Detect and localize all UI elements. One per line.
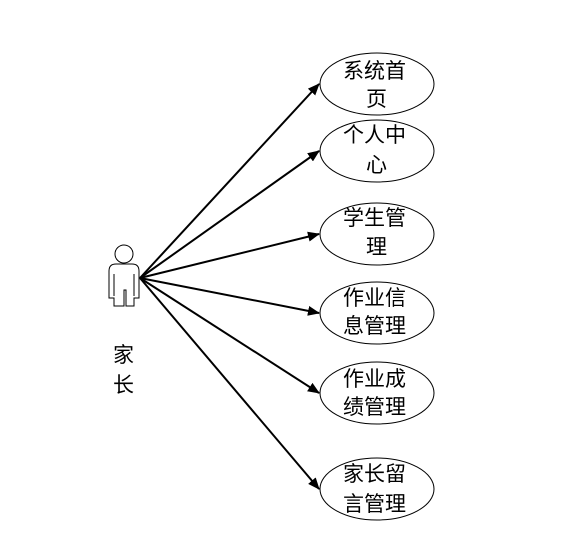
use-case-ellipse — [319, 281, 435, 345]
use-case-4: 作业信 息管理 — [319, 281, 435, 345]
actor-label-line1: 家 — [113, 343, 134, 367]
use-case-1: 系统首 页 — [319, 52, 435, 116]
association-arrow-5 — [139, 277, 320, 394]
use-case-label-line2: 言管理 — [343, 492, 406, 516]
use-case-label-line1: 个人中 — [343, 123, 406, 147]
use-case-3: 学生管 理 — [319, 202, 435, 266]
association-arrow-1 — [139, 83, 320, 279]
use-case-label-line2: 理 — [366, 235, 387, 259]
associations — [139, 83, 320, 490]
use-case-label-line2: 绩管理 — [343, 395, 406, 419]
use-case-ellipse — [319, 202, 435, 266]
use-case-label-line1: 作业信 — [343, 286, 406, 310]
use-case-label-line2: 心 — [366, 153, 387, 177]
actor-figure — [108, 244, 140, 307]
association-arrow-4 — [139, 277, 320, 316]
association-arrow-6 — [139, 277, 320, 490]
use-case-label-line2: 息管理 — [343, 314, 406, 338]
use-case-ellipse — [319, 457, 435, 521]
use-case-label-line1: 系统首 — [343, 59, 406, 83]
actor-body — [108, 263, 140, 307]
association-arrow-3 — [139, 231, 320, 279]
use-case-2: 个人中 心 — [319, 119, 435, 183]
use-case-label-line1: 作业成 — [343, 367, 406, 391]
use-case-5: 作业成 绩管理 — [319, 361, 435, 425]
use-case-ellipse — [319, 119, 435, 183]
use-case-label-line2: 页 — [366, 87, 387, 111]
use-case-ellipse — [319, 361, 435, 425]
use-case-ellipse — [319, 52, 435, 116]
use-case-6: 家长留 言管理 — [319, 457, 435, 521]
use-case-label-line1: 家长留 — [343, 462, 406, 486]
use-case-label-line1: 学生管 — [343, 206, 406, 230]
actor-head — [114, 244, 134, 264]
association-arrow-2 — [139, 150, 320, 279]
actor-label-line2: 长 — [113, 373, 134, 397]
